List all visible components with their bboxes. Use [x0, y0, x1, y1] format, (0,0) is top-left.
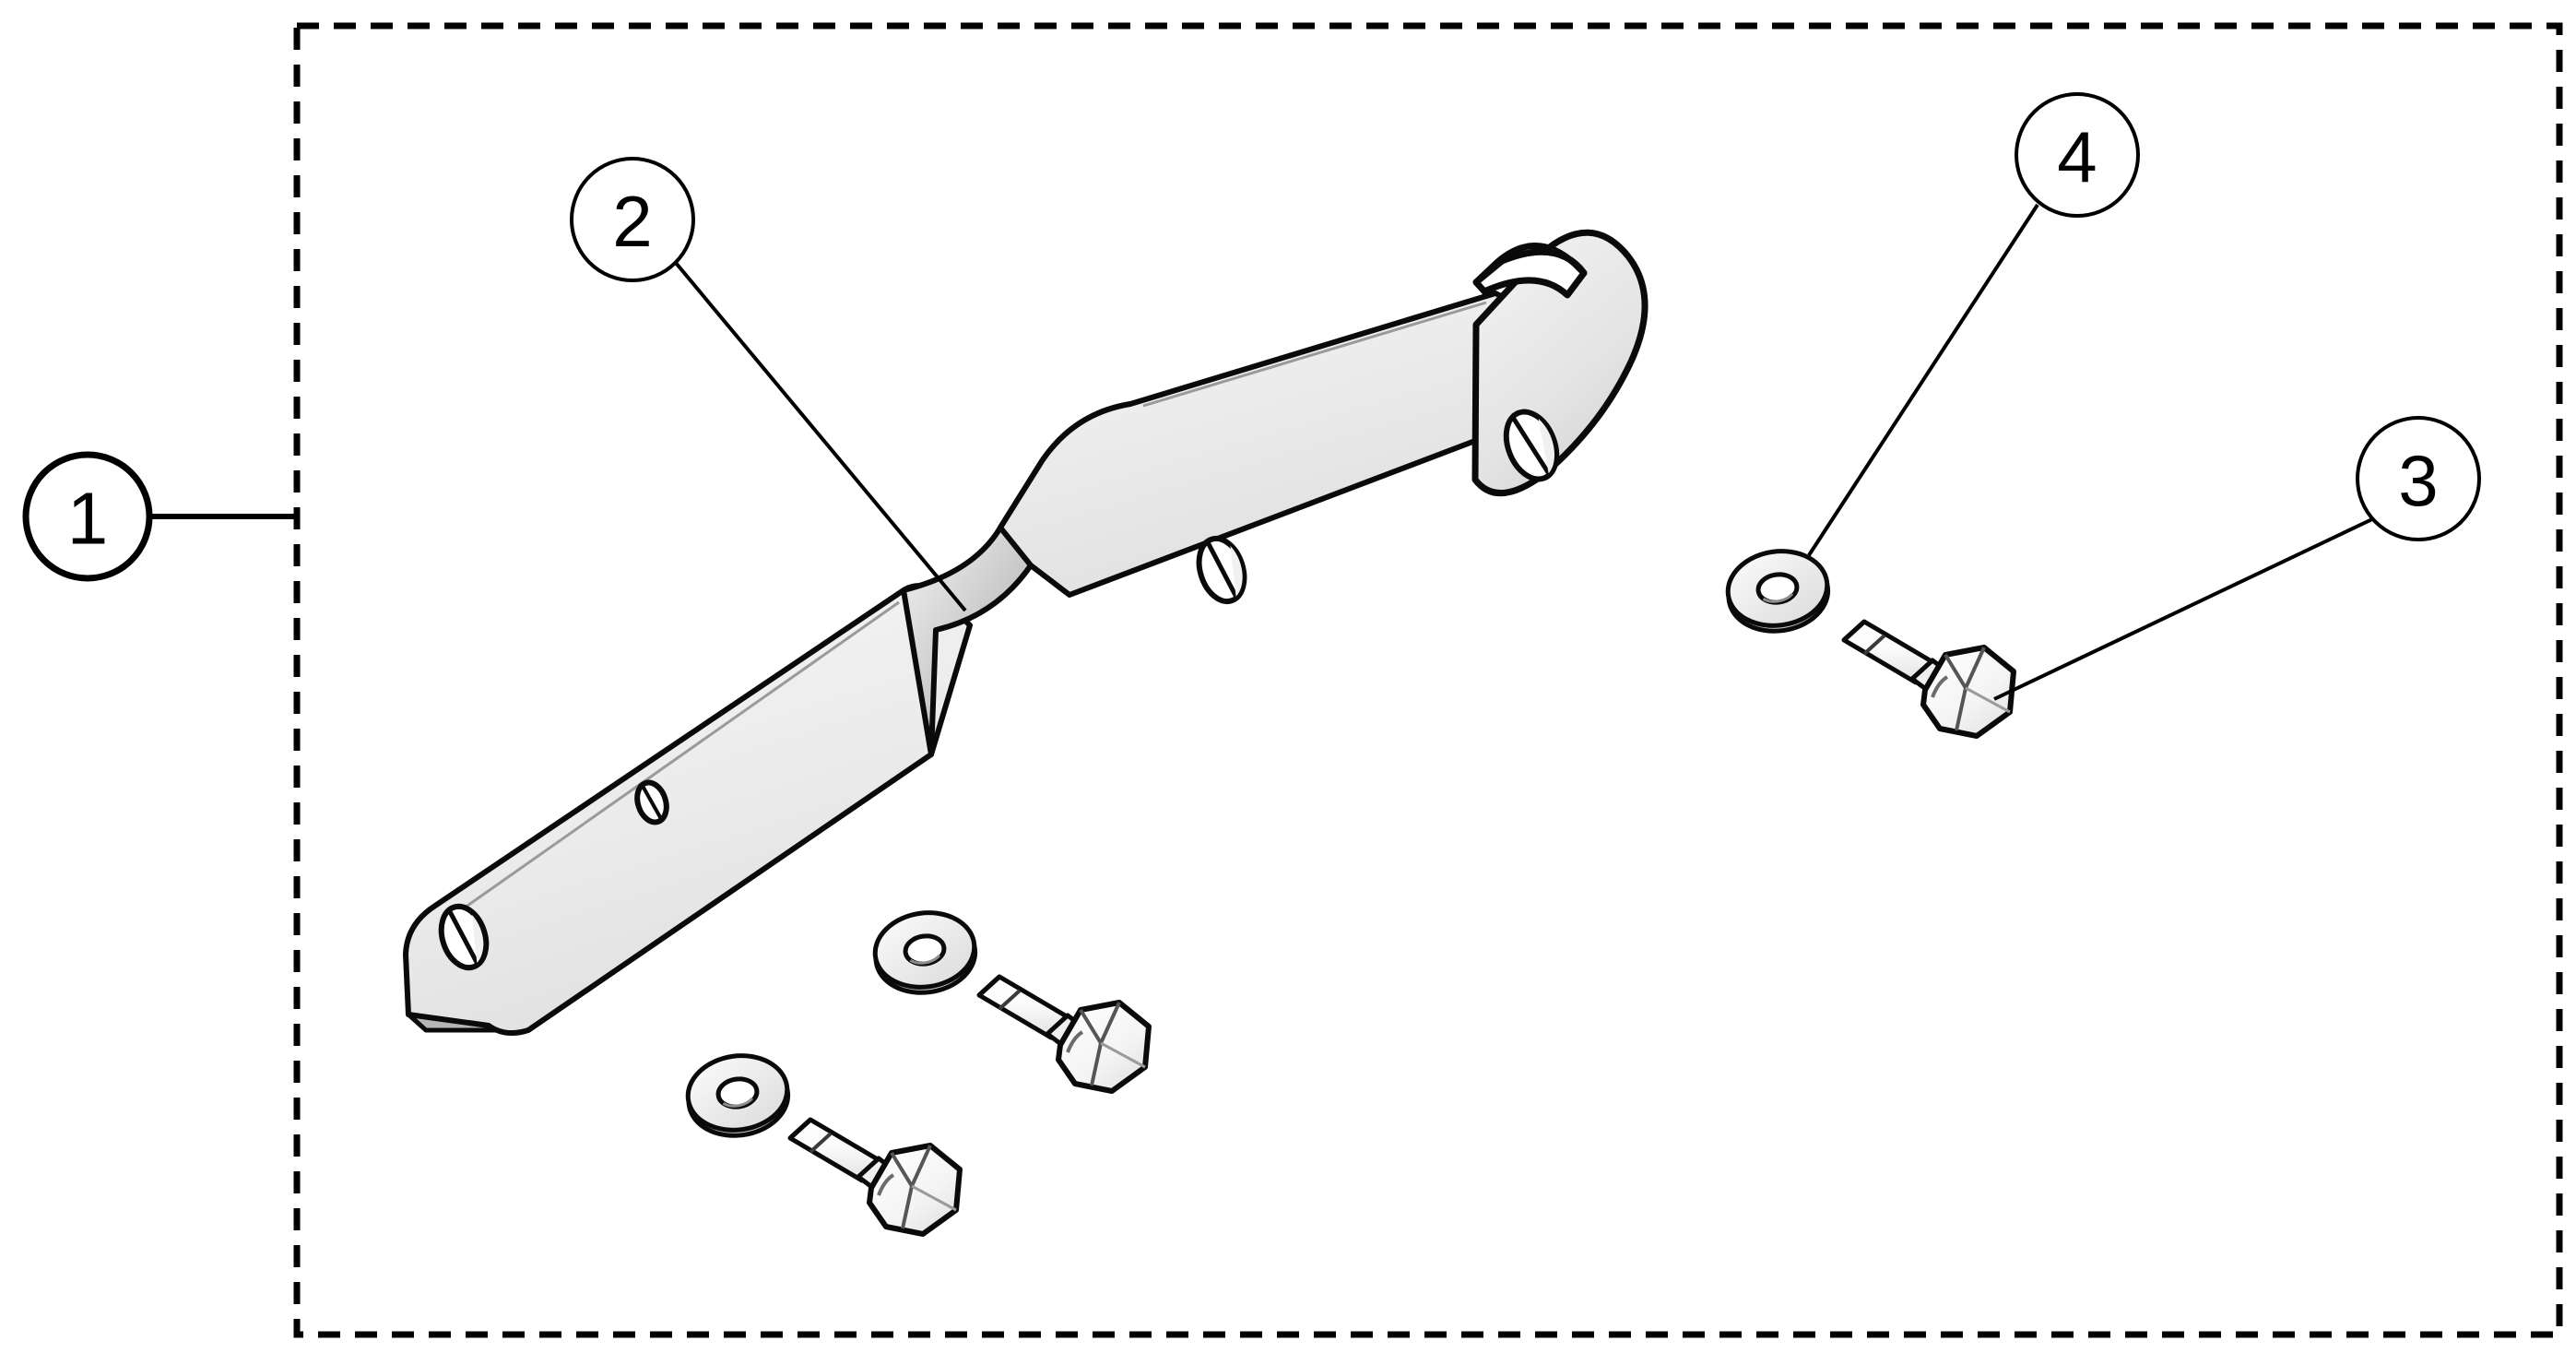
bracket-hole-end-tab	[1503, 409, 1560, 482]
bolt-right	[1844, 622, 2014, 736]
callout-1-label: 1	[67, 478, 109, 560]
bracket-part	[403, 229, 1648, 1037]
callout-2-label: 2	[612, 181, 652, 262]
bracket-lower-highlight	[448, 600, 900, 920]
callout-2[interactable]: 2	[570, 157, 695, 282]
callout-3[interactable]: 3	[2356, 416, 2481, 541]
callout-4-circle[interactable]	[2015, 92, 2140, 218]
callout-1[interactable]: 1	[22, 451, 153, 582]
bracket-hole-upper-arm	[1196, 535, 1247, 605]
washer-right	[1723, 545, 1833, 637]
callout-4-label: 4	[2057, 116, 2097, 197]
bracket-tab-fold-upper	[1472, 243, 1588, 286]
callout-2-circle[interactable]	[570, 157, 695, 282]
callout-1-circle[interactable]	[22, 451, 153, 582]
bolt-mid	[979, 977, 1149, 1091]
washer-mid	[870, 907, 980, 999]
bolt-lower	[790, 1120, 960, 1234]
bracket-upper-highlight	[1142, 301, 1487, 408]
callout-4-leader	[1807, 203, 2039, 557]
bracket-hole-mid-small	[634, 779, 669, 825]
washer-left	[683, 1050, 793, 1142]
kit-boundary	[293, 22, 2563, 1338]
callout-4[interactable]: 4	[2015, 92, 2140, 218]
callout-3-leader	[1993, 516, 2375, 701]
bracket-hole-left-slot	[438, 903, 490, 971]
callout-3-circle[interactable]	[2356, 416, 2481, 541]
callout-2-leader	[674, 261, 967, 612]
callout-3-label: 3	[2398, 440, 2438, 521]
